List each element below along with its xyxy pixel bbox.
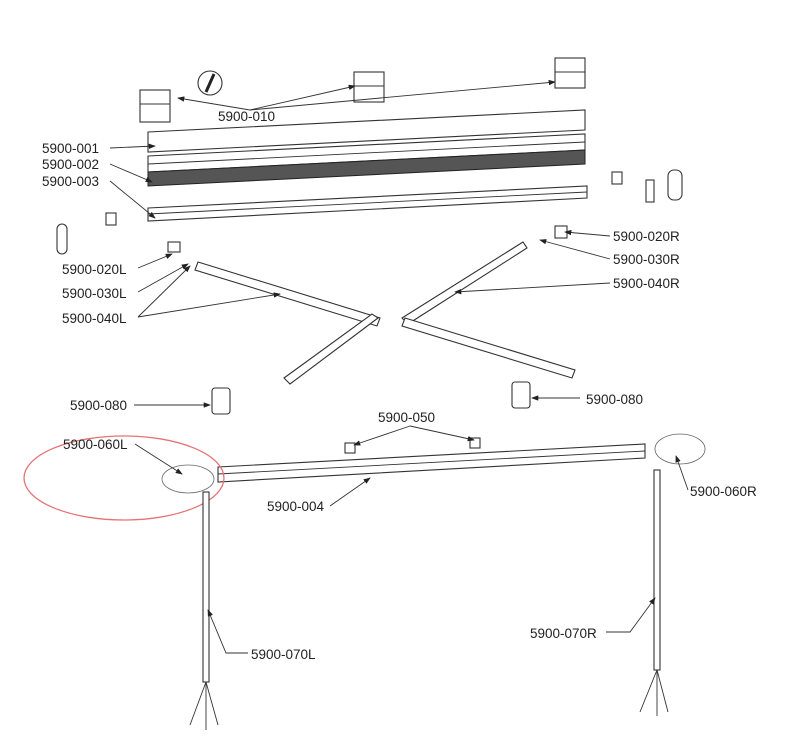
label-5900-003: 5900-003 [42,174,99,189]
label-5900-050: 5900-050 [378,410,435,425]
mounting-bracket-left [139,89,171,123]
label-5900-001: 5900-001 [42,141,99,156]
knob-left [105,212,117,226]
rail-003 [147,185,588,222]
mounting-bracket-right [554,57,586,89]
end-cap-right [667,169,683,201]
label-5900-020L: 5900-020L [62,262,127,277]
label-5900-080-right: 5900-080 [586,392,643,407]
highlight-ellipse [23,435,225,521]
part-050-b [469,437,481,449]
detail-circle-060L [161,464,215,494]
detail-circle-060R [654,433,706,465]
leg-left [189,491,219,730]
label-5900-010: 5900-010 [218,109,275,124]
screw [197,70,223,96]
label-5900-060R: 5900-060R [690,484,757,499]
rail-001 [147,109,586,153]
label-5900-080-left: 5900-080 [70,398,127,413]
label-5900-020R: 5900-020R [613,229,680,244]
part-080-right [511,381,531,409]
label-5900-040R: 5900-040R [613,276,680,291]
part-080-left [211,387,231,415]
hinge-020L [167,241,181,253]
label-5900-040L: 5900-040L [62,311,127,326]
label-5900-070L: 5900-070L [251,647,316,662]
leg-right [639,469,669,716]
arm-left [194,261,381,385]
handle-right [645,179,655,203]
label-5900-004: 5900-004 [267,499,325,514]
label-5900-002: 5900-002 [42,157,99,172]
lead-rail-004 [217,443,646,483]
end-cap-left [56,223,68,255]
part-050-a [344,442,356,454]
label-5900-060L: 5900-060L [63,437,128,452]
label-5900-030R: 5900-030R [613,252,680,267]
label-5900-070R: 5900-070R [530,626,597,641]
mounting-bracket-middle [353,71,385,103]
arm-right [401,241,576,379]
knob-right [611,171,623,185]
label-5900-030L: 5900-030L [62,286,127,301]
